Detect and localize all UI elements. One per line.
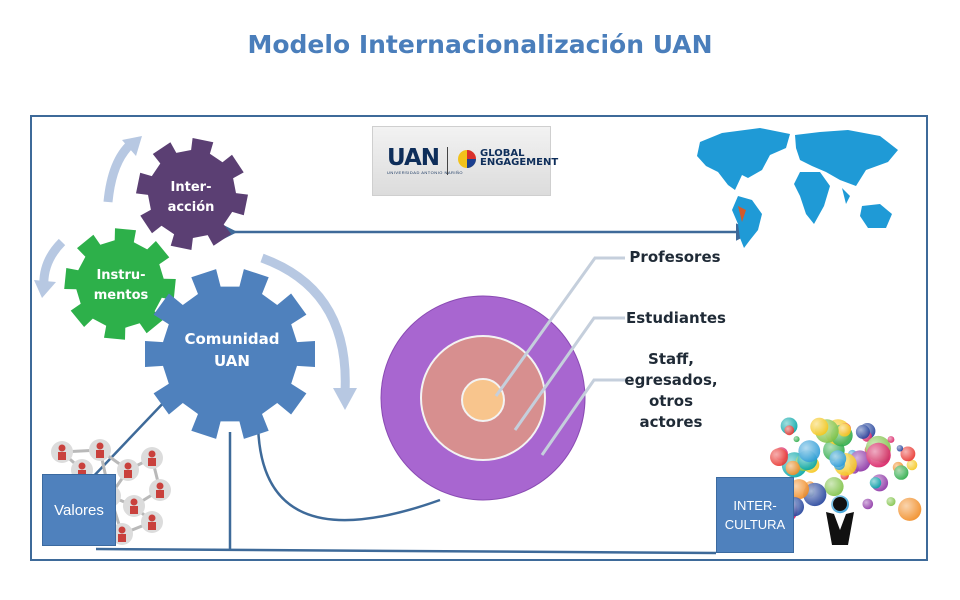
valores-box: Valores xyxy=(42,474,116,546)
interaccion-label: Inter- acción xyxy=(167,180,215,215)
concentric-rings xyxy=(380,295,586,501)
person-silhouette-icon xyxy=(826,497,854,545)
uan-logo-text: UAN xyxy=(387,145,440,171)
estudiantes-label: Estudiantes xyxy=(626,309,726,327)
comunidad-gear xyxy=(145,269,315,439)
comunidad-label: Comunidad UAN xyxy=(184,330,280,370)
global-engagement-text: GLOBAL ENGAGEMENT xyxy=(480,148,559,168)
intercultura-box: INTER- CULTURA xyxy=(716,477,794,553)
instrumentos-gear xyxy=(64,228,176,340)
instrumentos-label: Instru- mentos xyxy=(93,268,149,303)
world-map-icon xyxy=(697,128,898,248)
page-title: Modelo Internacionalización UAN xyxy=(247,30,713,59)
global-engagement-icon xyxy=(458,150,476,168)
uan-global-engagement-logo: UAN UNIVERSIDAD ANTONIO NARIÑO GLOBAL EN… xyxy=(372,126,558,196)
profesores-label: Profesores xyxy=(629,248,721,266)
interaccion-gear xyxy=(136,138,248,250)
diagram-frame xyxy=(30,115,928,561)
uan-logo-subtitle: UNIVERSIDAD ANTONIO NARIÑO xyxy=(387,170,464,175)
staff-label: Staff, egresados, otros actores xyxy=(624,350,718,431)
